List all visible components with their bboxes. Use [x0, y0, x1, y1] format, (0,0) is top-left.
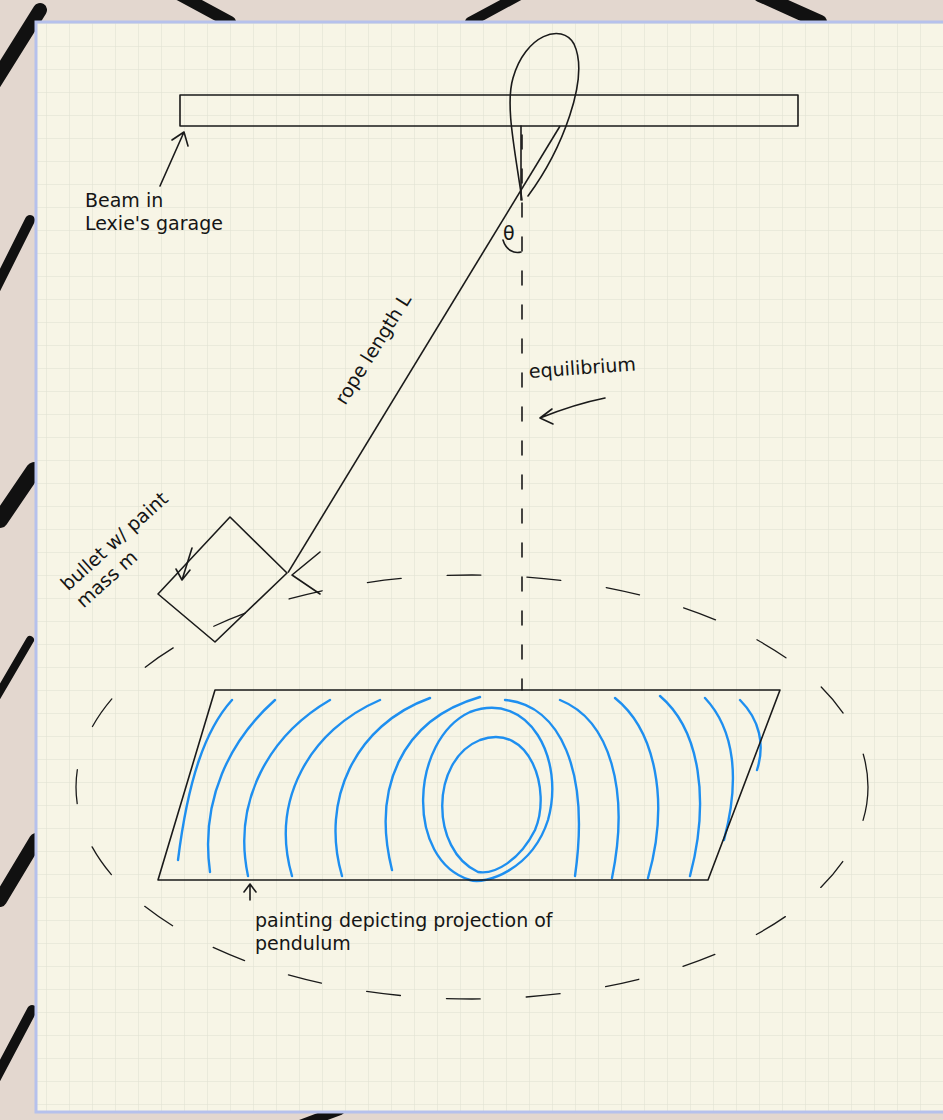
- painting-caption: painting depicting projection of pendulu…: [255, 909, 585, 955]
- beam-caption: Beam in Lexie's garage: [85, 189, 231, 235]
- beam-box: Beam in Lexie's garage: [180, 95, 798, 126]
- equilibrium-note: equilibrium: [528, 350, 669, 383]
- leader-arrow: [540, 398, 605, 424]
- node-outline-path: [180, 95, 798, 126]
- equilibrium-line: [521, 135, 523, 690]
- node-outline-path: [158, 690, 780, 880]
- rope-loop: [510, 33, 579, 200]
- angle-symbol: θ: [503, 222, 533, 245]
- node-outline-path: [158, 517, 287, 642]
- node-outline: [158, 690, 780, 880]
- painting-panel: painting depicting projection of pendulu…: [158, 690, 780, 880]
- grid-paper: [36, 22, 943, 1112]
- bullet-caption: bullet w/ paint mass m: [56, 478, 198, 612]
- leader-arrow: [176, 548, 192, 580]
- node-outline: [180, 95, 798, 126]
- paint-trace: [178, 696, 761, 881]
- leader-arrow: [244, 884, 256, 900]
- node-outline: [157, 515, 288, 643]
- bullet-box: bullet w/ paint mass m: [157, 515, 288, 643]
- swing-path-ellipse: [76, 575, 868, 999]
- rope-line: [288, 126, 560, 573]
- pointer-mark: [292, 552, 320, 594]
- paper-panel: [36, 22, 943, 1112]
- rope-label: rope length L: [323, 279, 422, 418]
- leader-arrow: [160, 132, 188, 186]
